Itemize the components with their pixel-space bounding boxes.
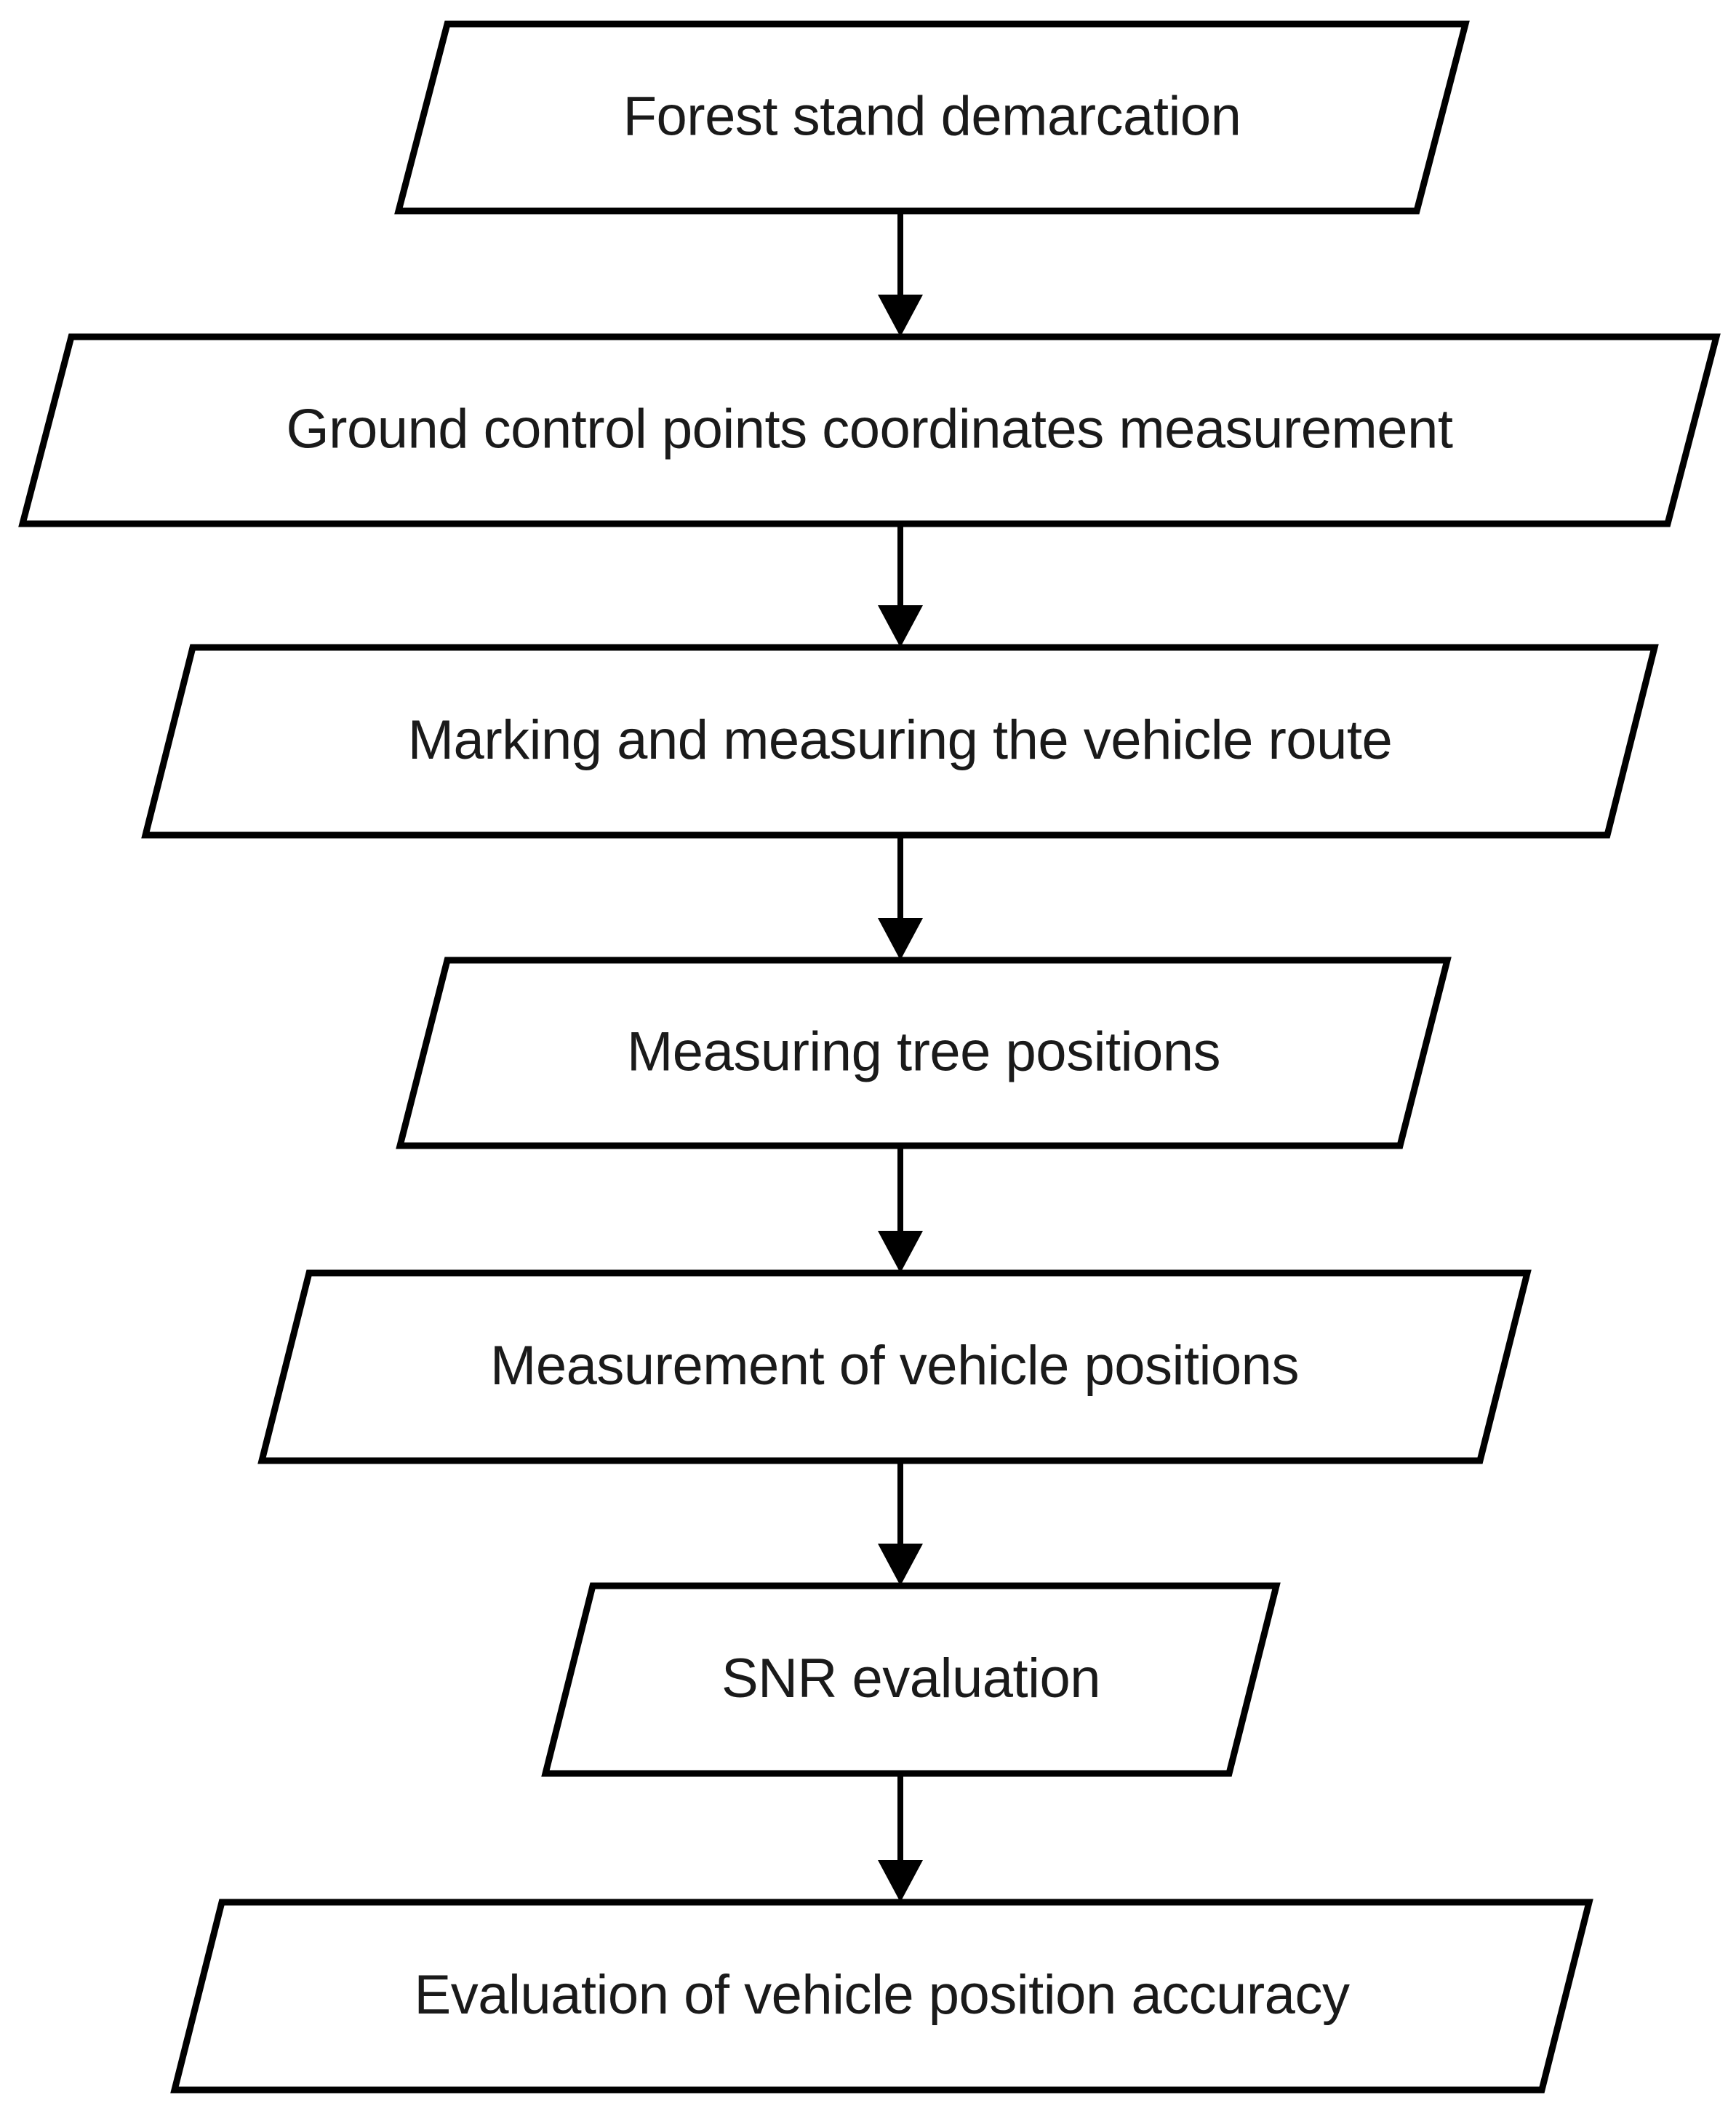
node-shape-4[interactable]	[396, 957, 1452, 1149]
arrow-6-7-head	[878, 1860, 923, 1902]
arrow-3-4-head	[878, 918, 923, 960]
arrow-5-6-head	[878, 1544, 923, 1586]
arrow-5-6	[878, 1461, 923, 1586]
arrow-2-3-head	[878, 605, 923, 647]
node-ground-control-points-coordinates-measurement[interactable]: Ground control points coordinates measur…	[18, 333, 1721, 527]
node-shape-2[interactable]	[18, 333, 1721, 527]
node-label-2: Ground control points coordinates measur…	[287, 399, 1453, 460]
arrow-2-3	[878, 524, 923, 647]
node-measuring-tree-positions[interactable]: Measuring tree positions	[396, 957, 1452, 1149]
node-marking-and-measuring-the-vehicle-route[interactable]: Marking and measuring the vehicle route	[141, 644, 1659, 839]
connectors-group	[878, 211, 923, 1902]
node-label-5: Measurement of vehicle positions	[490, 1335, 1299, 1397]
arrow-4-5-head	[878, 1231, 923, 1273]
arrow-1-2	[878, 211, 923, 337]
node-label-7: Evaluation of vehicle position accuracy	[415, 1964, 1350, 2026]
node-label-6: SNR evaluation	[721, 1648, 1100, 1709]
node-evaluation-of-vehicle-position-accuracy[interactable]: Evaluation of vehicle position accuracy	[170, 1899, 1593, 2094]
node-measurement-of-vehicle-positions[interactable]: Measurement of vehicle positions	[257, 1269, 1532, 1464]
arrow-3-4	[878, 835, 923, 960]
node-shape-3[interactable]	[141, 644, 1659, 839]
node-shape-1[interactable]	[394, 20, 1470, 215]
node-label-1: Forest stand demarcation	[623, 86, 1241, 148]
node-forest-stand-demarcation[interactable]: Forest stand demarcation	[394, 20, 1470, 215]
node-label-3: Marking and measuring the vehicle route	[408, 709, 1392, 771]
arrow-4-5	[878, 1146, 923, 1273]
arrow-6-7	[878, 1773, 923, 1902]
node-shape-6[interactable]	[541, 1582, 1281, 1777]
node-shape-7[interactable]	[170, 1899, 1593, 2094]
node-shape-5[interactable]	[257, 1269, 1532, 1464]
node-label-4: Measuring tree positions	[627, 1021, 1220, 1083]
arrow-1-2-head	[878, 295, 923, 337]
nodes-group: Forest stand demarcation Ground control …	[18, 20, 1721, 2094]
node-snr-evaluation[interactable]: SNR evaluation	[541, 1582, 1281, 1777]
